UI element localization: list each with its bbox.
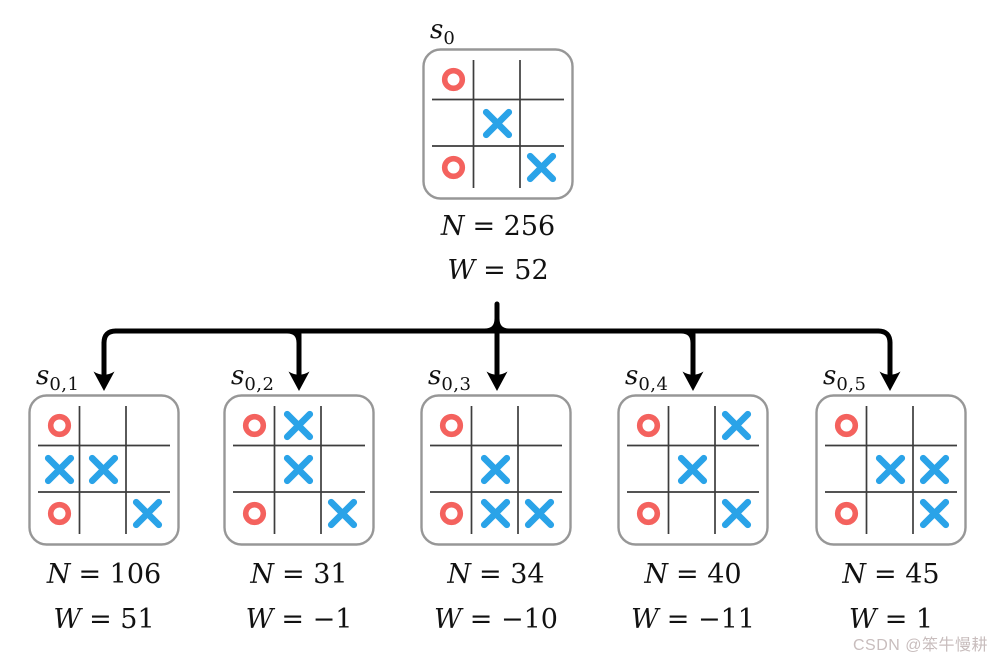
x-mark xyxy=(919,498,950,529)
node-label-s0-4: s0,4 xyxy=(625,361,669,395)
child-node-s0-1: s0,1 N= 106 W= 51 xyxy=(28,356,180,636)
connector-fillet-4 xyxy=(678,328,696,346)
child-node-s0-2: s0,2 N= 31 W= −1 xyxy=(223,356,375,636)
o-mark xyxy=(834,501,859,526)
o-mark xyxy=(47,501,72,526)
win-count-s0-4: W= −11 xyxy=(631,604,755,635)
connector-corner-right xyxy=(875,328,893,346)
board-grid-lines xyxy=(38,406,170,534)
board-grid-lines xyxy=(627,406,759,534)
o-mark xyxy=(441,155,466,180)
win-count-s0-5: W= 1 xyxy=(848,604,934,635)
node-label-s0: s0 xyxy=(430,15,456,49)
o-mark xyxy=(441,67,466,92)
visit-count-s0-3: N= 34 xyxy=(447,559,545,590)
connector-stem-flare-left xyxy=(482,316,500,334)
board-grid-lines xyxy=(430,406,562,534)
x-mark xyxy=(480,498,511,529)
board-s0-3 xyxy=(420,394,572,546)
connector-corner-left xyxy=(101,328,119,346)
x-mark xyxy=(875,454,906,485)
board-border xyxy=(422,48,574,200)
root-node-s0: s0 N= 256 W= 52 xyxy=(422,13,574,288)
win-count-s0: W= 52 xyxy=(447,255,549,286)
x-mark xyxy=(283,454,314,485)
board-border xyxy=(815,394,967,546)
x-mark xyxy=(919,454,950,485)
o-mark xyxy=(47,413,72,438)
win-count-s0-2: W= −1 xyxy=(245,604,353,635)
o-mark xyxy=(636,501,661,526)
visit-count-s0-4: N= 40 xyxy=(644,559,742,590)
board-s0-4 xyxy=(617,394,769,546)
node-label-s0-5: s0,5 xyxy=(823,361,867,395)
child-node-s0-5: s0,5 N= 45 W= 1 xyxy=(815,356,967,636)
x-mark xyxy=(132,498,163,529)
node-label-s0-3: s0,3 xyxy=(428,361,472,395)
board-grid-lines xyxy=(233,406,365,534)
board-s0-5 xyxy=(815,394,967,546)
x-mark xyxy=(88,454,119,485)
x-mark xyxy=(327,498,358,529)
connector-stem-flare-right xyxy=(494,316,512,334)
board-s0-2 xyxy=(223,394,375,546)
child-node-s0-4: s0,4 N= 40 W= −11 xyxy=(617,356,769,636)
board-grid-lines xyxy=(825,406,957,534)
visit-count-s0-5: N= 45 xyxy=(842,559,940,590)
win-count-s0-1: W= 51 xyxy=(53,604,155,635)
board-border xyxy=(28,394,180,546)
x-mark xyxy=(44,454,75,485)
child-node-s0-3: s0,3 N= 34 W= −10 xyxy=(420,356,572,636)
o-mark xyxy=(242,413,267,438)
node-label-s0-1: s0,1 xyxy=(36,361,80,395)
connector-fillet-2 xyxy=(284,328,302,346)
o-mark xyxy=(636,413,661,438)
x-mark xyxy=(283,410,314,441)
x-mark xyxy=(480,454,511,485)
visit-count-s0: N= 256 xyxy=(440,211,556,242)
x-mark xyxy=(482,108,513,139)
o-mark xyxy=(439,413,464,438)
x-mark xyxy=(526,152,557,183)
o-mark xyxy=(242,501,267,526)
x-mark xyxy=(524,498,555,529)
o-mark xyxy=(439,501,464,526)
board-border xyxy=(420,394,572,546)
x-mark xyxy=(721,410,752,441)
x-mark xyxy=(677,454,708,485)
x-mark xyxy=(721,498,752,529)
win-count-s0-3: W= −10 xyxy=(434,604,558,635)
board-border xyxy=(223,394,375,546)
o-mark xyxy=(834,413,859,438)
csdn-watermark: CSDN @笨牛慢耕 xyxy=(852,637,988,654)
node-label-s0-2: s0,2 xyxy=(231,361,275,395)
board-s0-1 xyxy=(28,394,180,546)
visit-count-s0-1: N= 106 xyxy=(46,559,162,590)
visit-count-s0-2: N= 31 xyxy=(250,559,348,590)
board-s0 xyxy=(422,48,574,200)
board-grid-lines xyxy=(432,60,564,188)
board-border xyxy=(617,394,769,546)
